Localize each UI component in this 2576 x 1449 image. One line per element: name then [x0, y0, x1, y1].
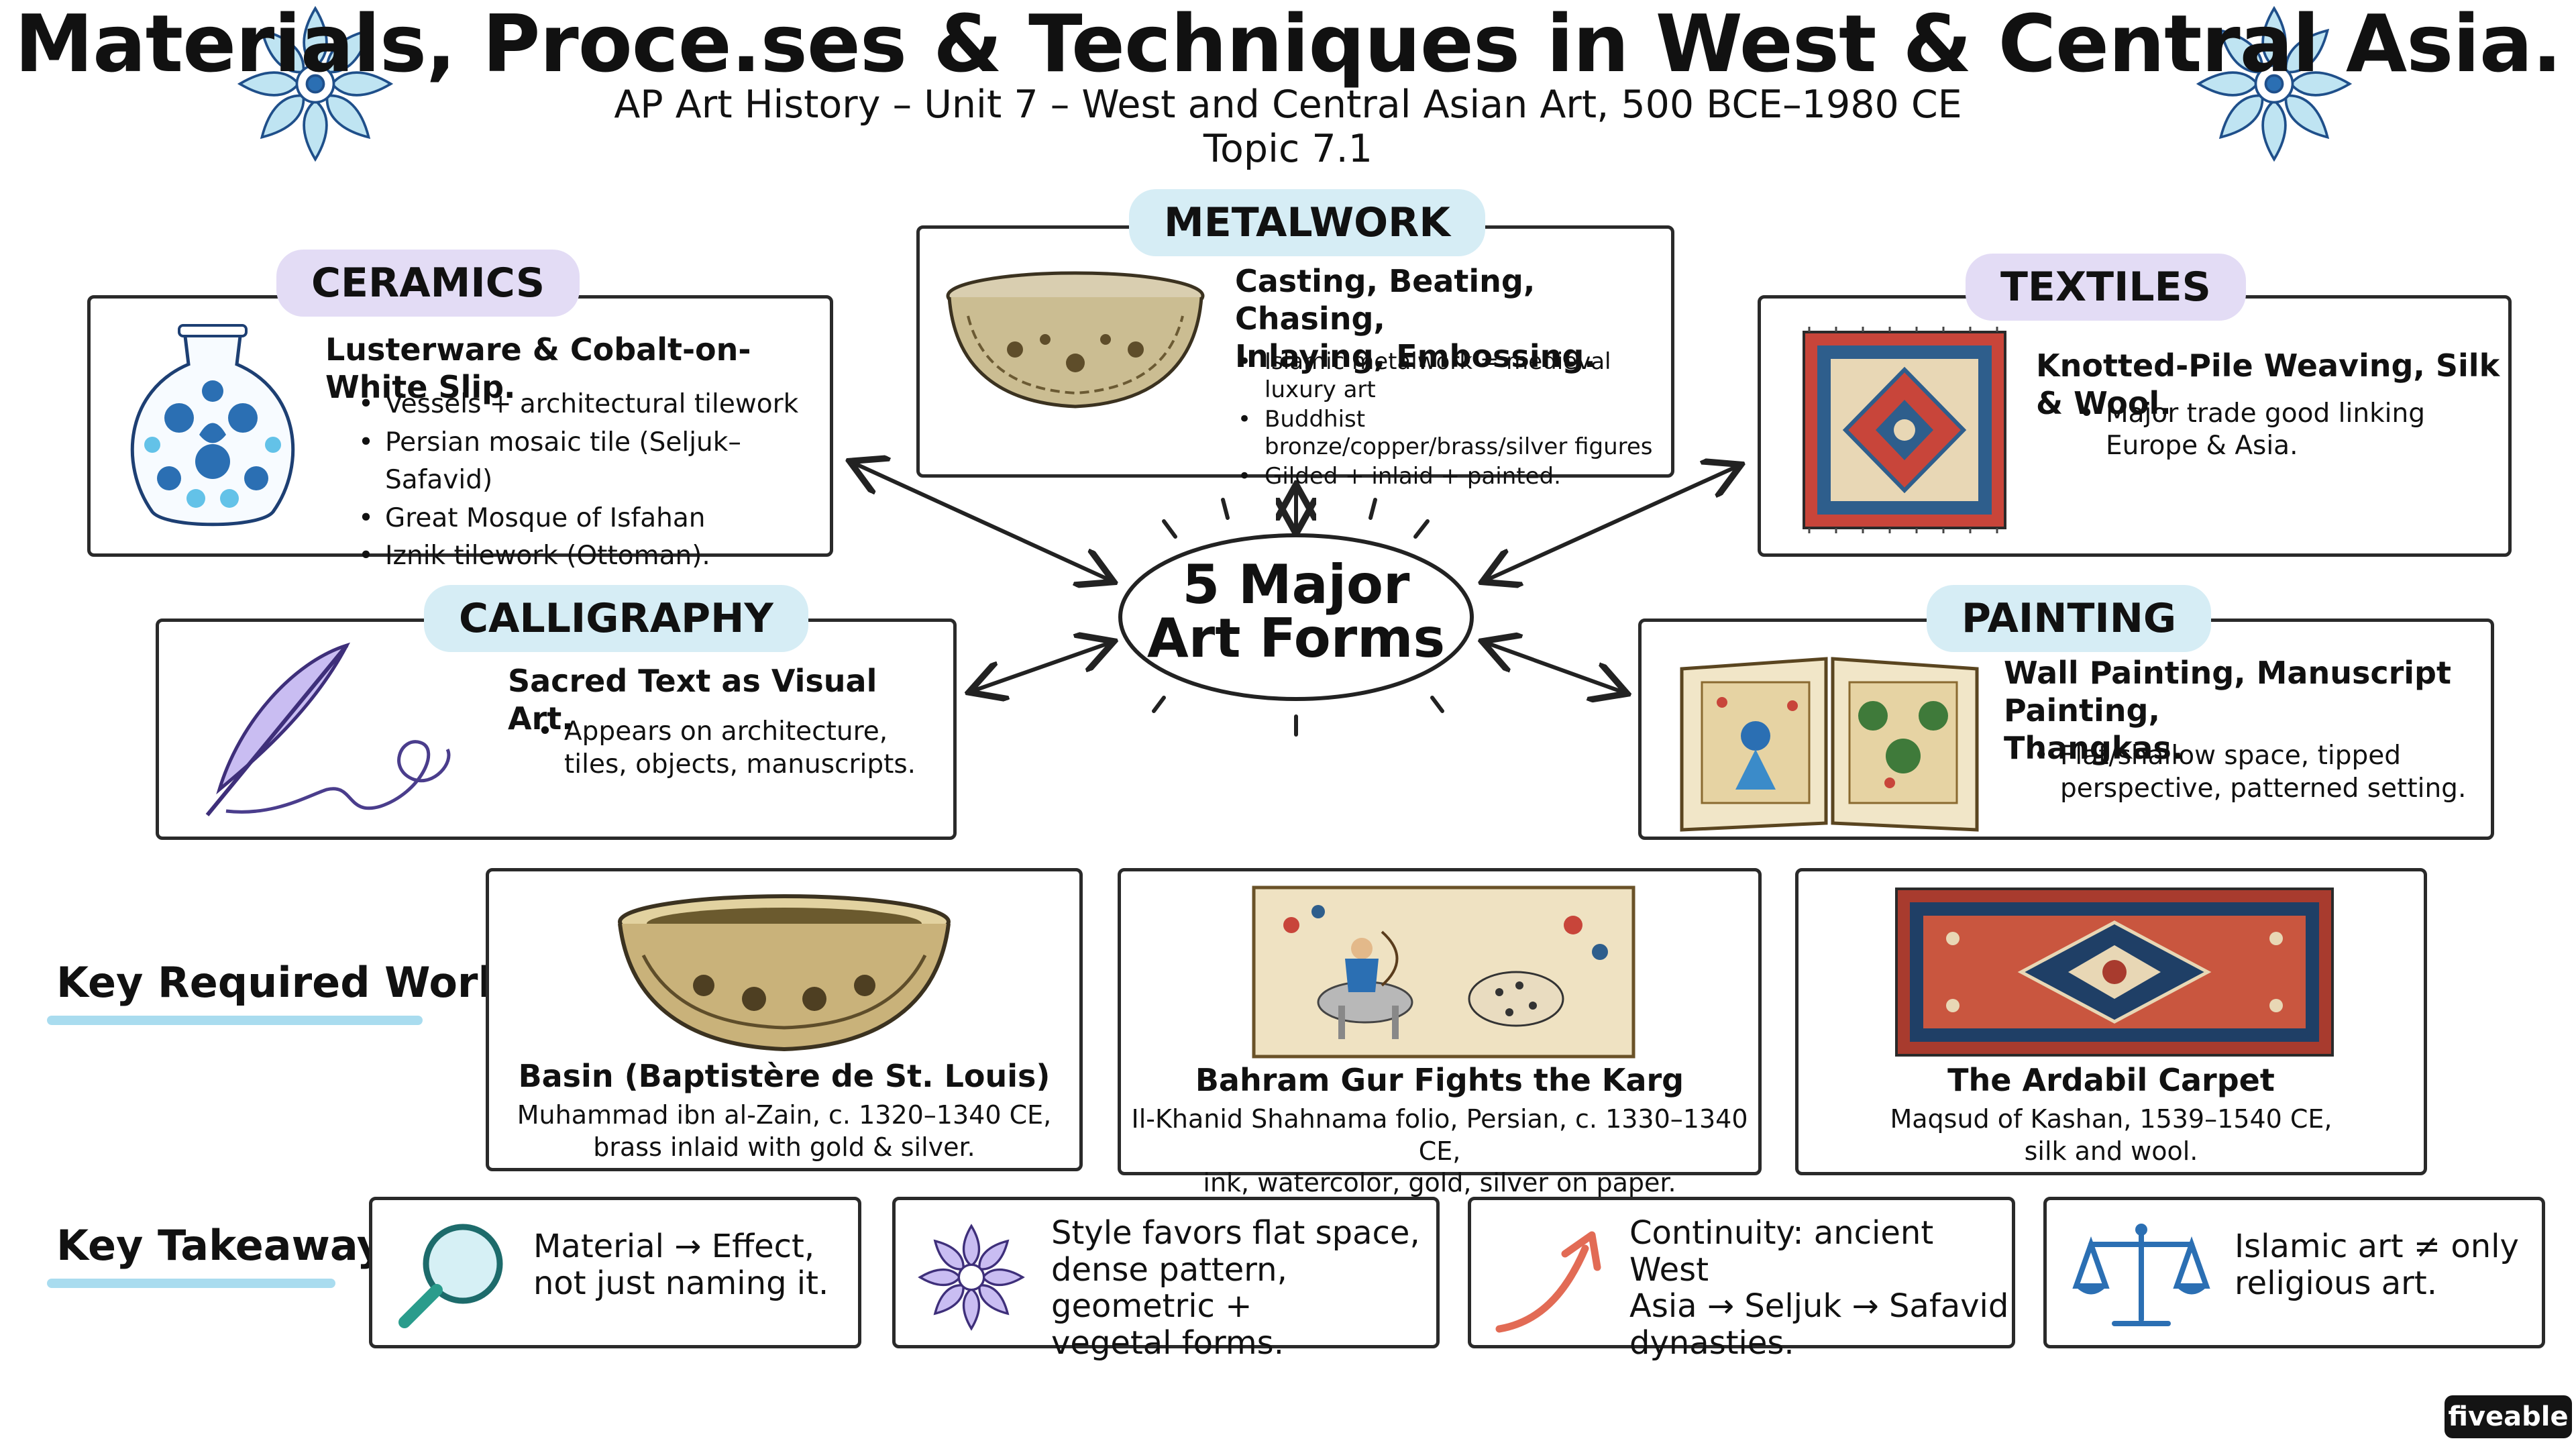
topic-label: Topic 7.1	[1203, 127, 1373, 171]
metalwork-point: Islamic metalwork = medieval luxury art	[1235, 348, 1664, 405]
work-description-line: Maqsud of Kashan, 1539–1540 CE,	[1890, 1104, 2332, 1134]
arrow-up-icon	[1495, 1231, 1601, 1333]
painting-heading-line1: Wall Painting, Manuscript Painting,	[2004, 655, 2451, 729]
metalwork-heading-line1: Casting, Beating, Chasing,	[1235, 263, 1536, 337]
key-works-underline	[47, 1016, 423, 1025]
takeaway-line: not just naming it.	[533, 1264, 829, 1302]
flower-icon	[918, 1224, 1025, 1331]
key-takeaways-underline	[47, 1279, 335, 1288]
takeaway-card: Style favors flat space, dense pattern, …	[892, 1197, 1440, 1361]
calligraphy-points: Appears on architecture, tiles, objects,…	[535, 716, 937, 782]
ceramics-points: Vessels + architectural tilework Persian…	[356, 386, 830, 576]
takeaway-text: Style favors flat space, dense pattern, …	[1051, 1215, 1436, 1362]
takeaway-text: Material → Effect, not just naming it.	[533, 1228, 828, 1301]
takeaway-card: Islamic art ≠ only religious art.	[2043, 1197, 2545, 1348]
calligraphy-point: Appears on architecture, tiles, objects,…	[535, 716, 937, 782]
fiveable-logo[interactable]: fiveable	[2445, 1395, 2572, 1438]
takeaway-line: dense pattern, geometric +	[1051, 1250, 1287, 1326]
scales-icon	[2072, 1224, 2210, 1326]
key-works-label: Key Required Works	[56, 958, 531, 1007]
ardabil-carpet-icon	[1895, 888, 2334, 1057]
decorative-star-flower-icon-right	[2196, 5, 2353, 162]
carpet-icon	[1803, 327, 2006, 533]
work-card: Basin (Baptistère de St. Louis) Muhammad…	[486, 868, 1083, 1171]
work-card: Bahram Gur Fights the Karg Il-Khanid Sha…	[1118, 868, 1762, 1197]
work-description-line: brass inlaid with gold & silver.	[593, 1132, 975, 1162]
decorative-star-flower-icon-left	[237, 5, 394, 162]
metal-bowl-icon	[946, 271, 1205, 409]
work-description-line: Il-Khanid Shahnama folio, Persian, c. 13…	[1131, 1104, 1748, 1166]
metalwork-label: METALWORK	[1129, 189, 1485, 256]
basin-icon	[618, 894, 951, 1052]
metalwork-points: Islamic metalwork = medieval luxury art …	[1235, 348, 1664, 492]
textiles-point: Major trade good linking Europe & Asia.	[2076, 398, 2425, 462]
takeaway-line: Style favors flat space,	[1051, 1214, 1420, 1252]
work-name: Basin (Baptistère de St. Louis)	[518, 1058, 1051, 1094]
ceramics-point: Iznik tilework (Ottoman).	[356, 537, 830, 576]
calligraphy-card: Sacred Text as Visual Art. Appears on ar…	[156, 619, 957, 840]
work-description-line: Muhammad ibn al-Zain, c. 1320–1340 CE,	[517, 1100, 1052, 1130]
key-takeaways-label: Key Takeaways	[56, 1221, 409, 1270]
magnifier-icon	[398, 1224, 503, 1328]
work-name: The Ardabil Carpet	[1947, 1062, 2275, 1098]
work-description-line: ink, watercolor, gold, silver on paper.	[1203, 1168, 1676, 1197]
work-description-line: silk and wool.	[2024, 1136, 2198, 1166]
work-card: The Ardabil Carpet Maqsud of Kashan, 153…	[1795, 868, 2427, 1175]
textiles-card: Knotted-Pile Weaving, Silk & Wool. Major…	[1758, 295, 2512, 557]
takeaway-text: Continuity: ancient West Asia → Seljuk →…	[1629, 1215, 2012, 1362]
manuscript-painting-icon	[1252, 885, 1635, 1059]
painting-label: PAINTING	[1927, 585, 2212, 652]
ceramics-point: Persian mosaic tile (Seljuk–Safavid)	[356, 424, 830, 500]
painting-point: Flat/shallow space, tipped perspective, …	[2031, 740, 2487, 806]
textiles-points: Major trade good linking Europe & Asia.	[2076, 398, 2425, 462]
page-title: Materials, Proce.ses & Techniques in Wes…	[14, 0, 2563, 90]
ceramics-label: CERAMICS	[276, 250, 580, 317]
takeaway-line: Continuity: ancient West	[1629, 1214, 1934, 1289]
takeaway-card: Continuity: ancient West Asia → Seljuk →…	[1468, 1197, 2015, 1361]
work-description: Muhammad ibn al-Zain, c. 1320–1340 CE, b…	[489, 1099, 1079, 1163]
takeaway-line: vegetal forms.	[1051, 1324, 1284, 1362]
center-title-line2: Art Forms	[1146, 607, 1446, 669]
work-description: Maqsud of Kashan, 1539–1540 CE, silk and…	[1799, 1104, 2424, 1167]
takeaway-line: dynasties.	[1629, 1324, 1794, 1362]
takeaway-line: Asia → Seljuk → Safavid	[1629, 1287, 2009, 1326]
painting-card: Wall Painting, Manuscript Painting, Than…	[1638, 619, 2494, 840]
metalwork-point: Buddhist bronze/copper/brass/silver figu…	[1235, 406, 1664, 462]
ceramics-point: Great Mosque of Isfahan	[356, 500, 830, 538]
takeaway-text: Islamic art ≠ only religious art.	[2235, 1228, 2519, 1301]
painting-points: Flat/shallow space, tipped perspective, …	[2031, 740, 2487, 806]
page-subtitle: AP Art History – Unit 7 – West and Centr…	[614, 83, 1962, 127]
metalwork-point: Gilded + inlaid + painted.	[1235, 463, 1664, 491]
work-name: Bahram Gur Fights the Karg	[1195, 1062, 1684, 1098]
center-ellipse	[1118, 533, 1474, 701]
center-title-line1: 5 Major	[1182, 553, 1410, 616]
manuscript-book-icon	[1680, 657, 1979, 832]
calligraphy-label: CALLIGRAPHY	[424, 585, 808, 652]
textiles-label: TEXTILES	[1966, 254, 2246, 321]
work-description: Il-Khanid Shahnama folio, Persian, c. 13…	[1121, 1104, 1758, 1199]
takeaway-card: Material → Effect, not just naming it.	[369, 1197, 861, 1348]
center-title: 5 Major Art Forms	[1140, 558, 1452, 665]
ceramics-point: Vessels + architectural tilework	[356, 386, 830, 424]
quill-pen-icon	[205, 642, 451, 816]
takeaway-line: Material → Effect,	[533, 1228, 815, 1265]
metalwork-card: Casting, Beating, Chasing, Inlaying, Emb…	[916, 225, 1674, 491]
takeaway-line: Islamic art ≠ only	[2235, 1228, 2519, 1265]
takeaway-line: religious art.	[2235, 1264, 2437, 1302]
ceramic-vase-icon	[130, 324, 295, 527]
ceramics-card: Lusterware & Cobalt-on-White Slip. Vesse…	[87, 295, 833, 575]
